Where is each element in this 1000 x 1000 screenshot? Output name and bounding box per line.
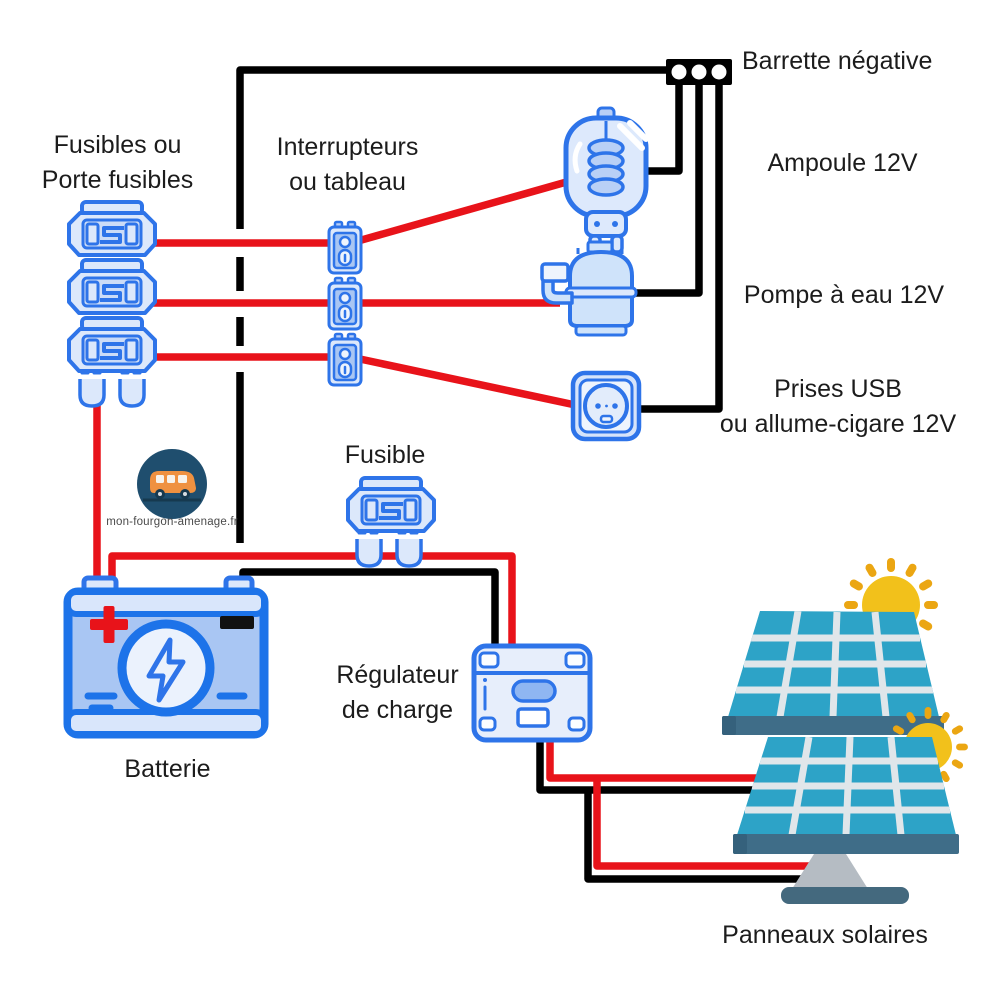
label-panneaux: Panneaux solaires bbox=[722, 921, 928, 949]
label-fusibles: Fusibles ou Porte fusibles bbox=[41, 131, 194, 194]
switch-icon-2 bbox=[327, 276, 363, 331]
label-ampoule: Ampoule 12V bbox=[767, 149, 918, 177]
switch-icon-1 bbox=[327, 220, 363, 275]
label-fusible: Fusible bbox=[344, 441, 426, 469]
label-prises: Prises USB ou allume-cigare 12V bbox=[719, 375, 957, 438]
fuse-holders-icon bbox=[67, 200, 157, 408]
label-batterie: Batterie bbox=[124, 755, 211, 783]
label-interrupteurs: Interrupteurs ou tableau bbox=[276, 133, 419, 196]
switch-icon-3 bbox=[327, 332, 363, 387]
brand-logo-van-icon bbox=[137, 449, 207, 519]
label-barrette-negative: Barrette négative bbox=[742, 47, 933, 75]
positive-wires bbox=[93, 177, 812, 870]
battery-icon bbox=[63, 575, 269, 739]
label-pompe: Pompe à eau 12V bbox=[743, 281, 945, 309]
light-bulb-icon bbox=[563, 106, 649, 254]
label-regulateur: Régulateur de charge bbox=[336, 661, 459, 724]
negative-wires bbox=[236, 66, 805, 883]
negative-busbar-icon bbox=[666, 59, 732, 85]
charge-controller-icon bbox=[471, 643, 593, 743]
water-pump-icon bbox=[540, 240, 638, 337]
solar-panels-icon bbox=[722, 558, 968, 904]
brand-url: mon-fourgon-amenage.fr bbox=[106, 516, 238, 528]
power-outlet-icon bbox=[570, 370, 642, 442]
